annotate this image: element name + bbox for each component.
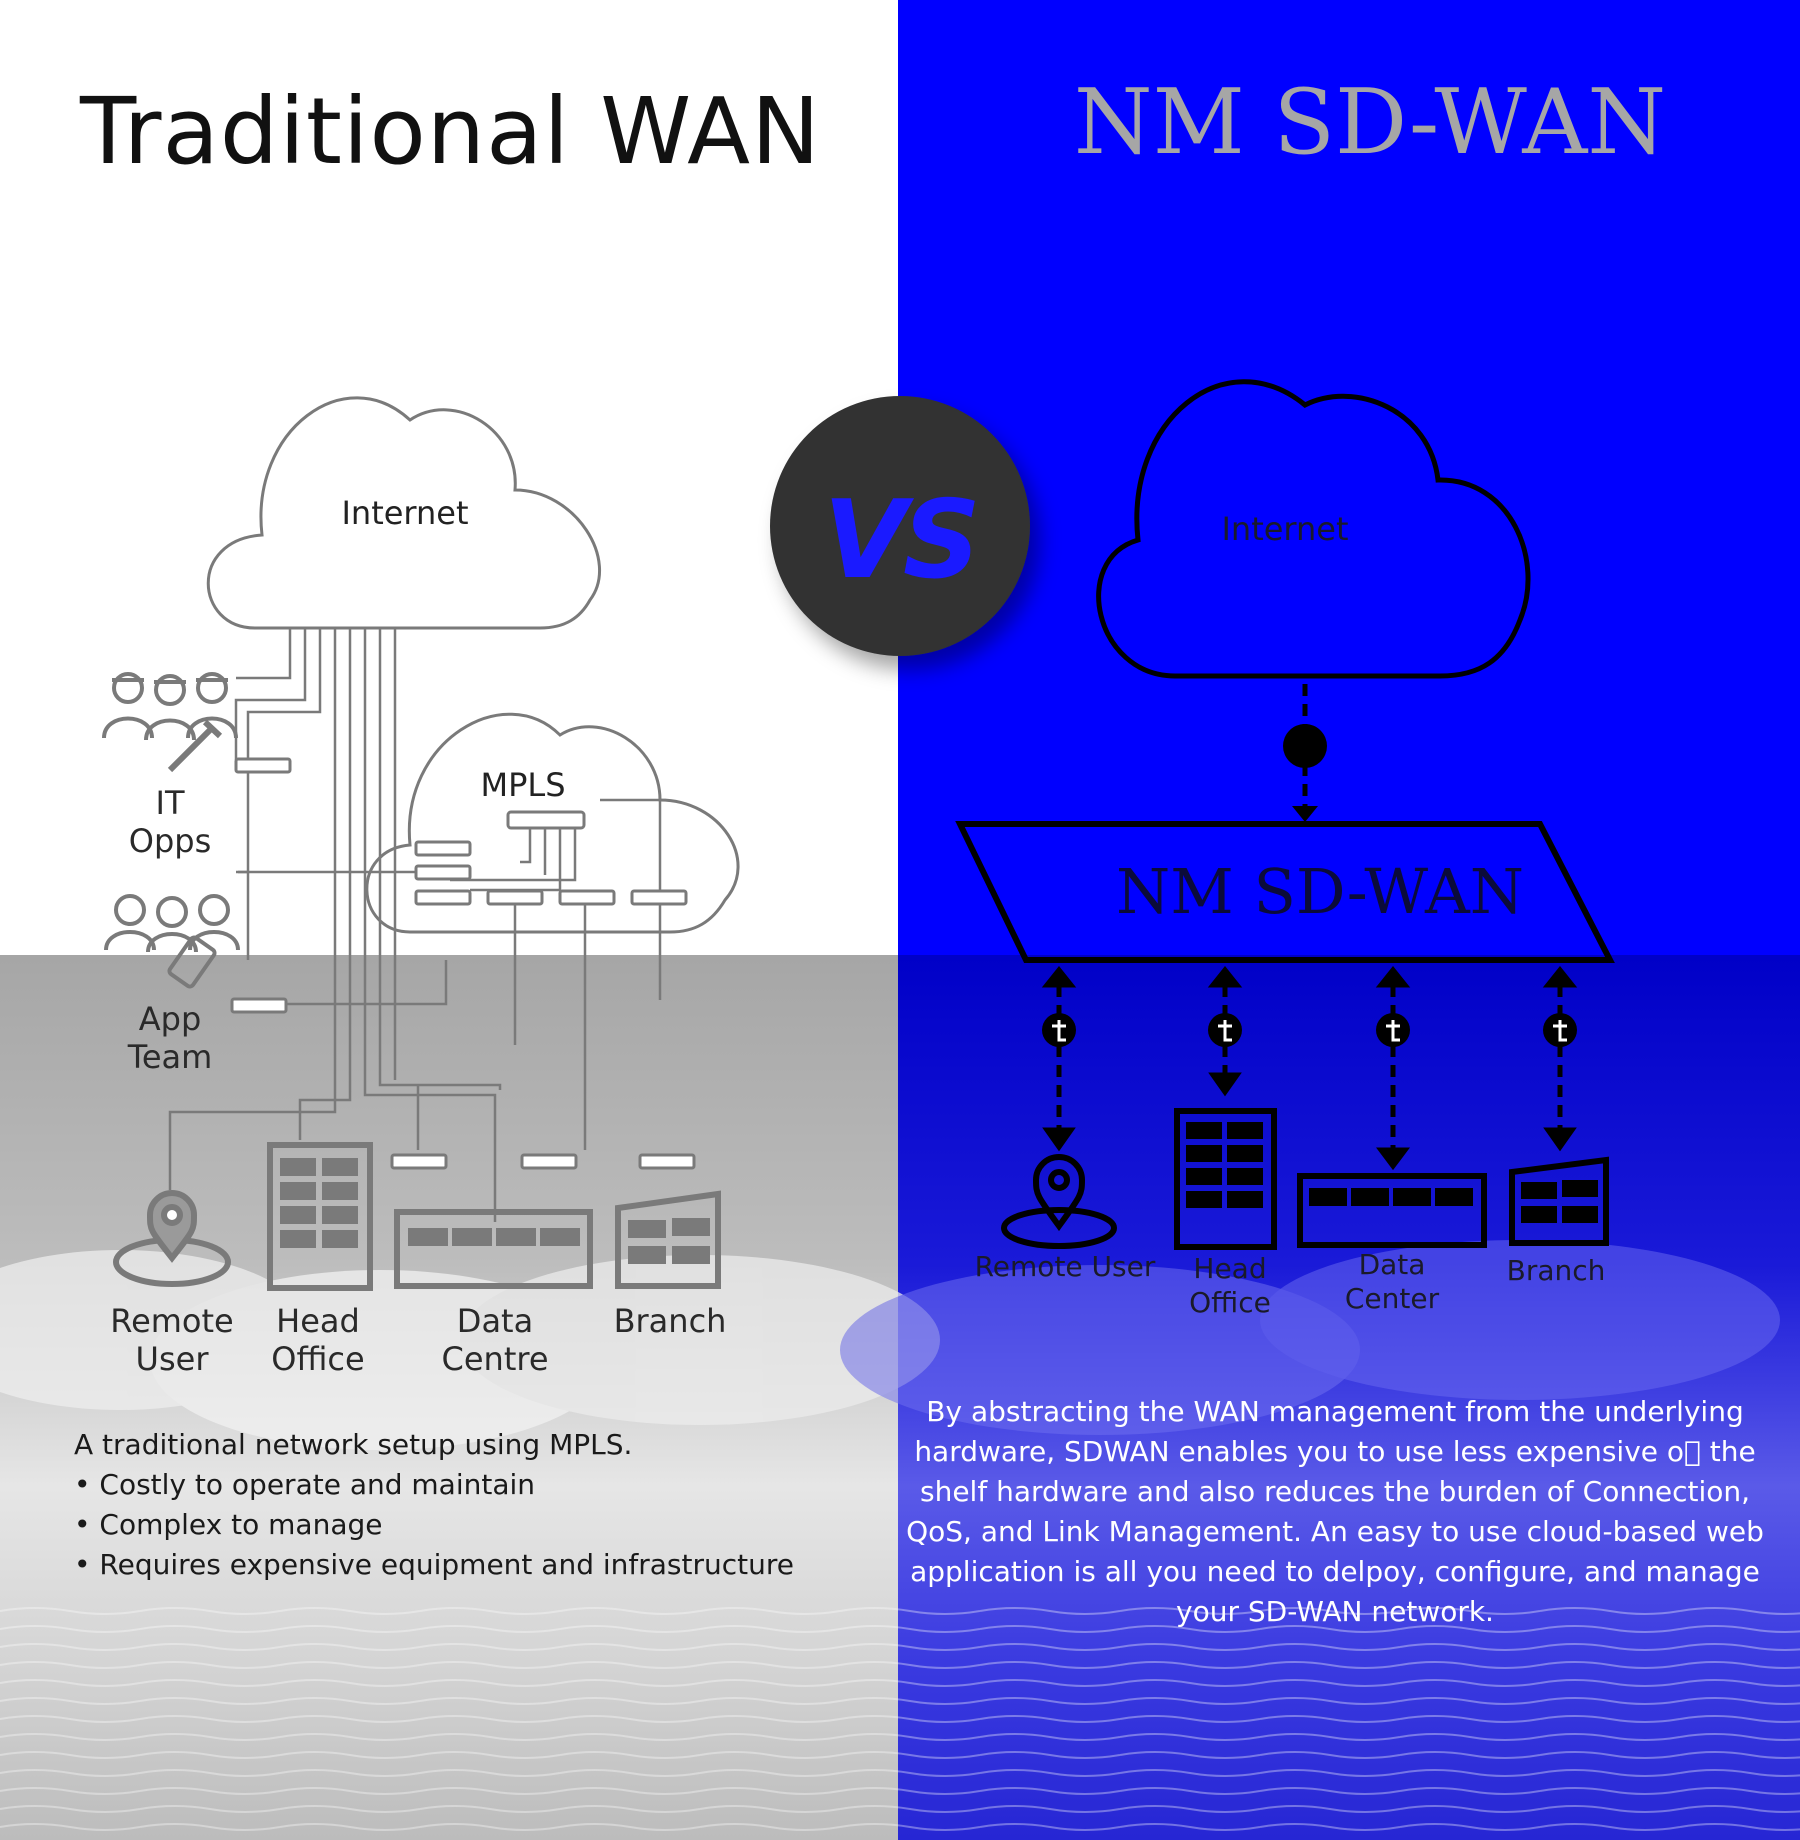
traditional-wan-title: Traditional WAN [80,78,821,185]
app-team-people-icon [104,894,240,989]
data-center-label-right: Data Center [1344,1248,1440,1315]
branch-building-icon-left [615,1190,721,1289]
sdwan-description: By abstracting the WAN management from t… [906,1395,1764,1628]
branch-label-right: Branch [1506,1254,1606,1287]
head-office-building-icon-left [267,1142,373,1291]
left-connection-lines [168,628,662,1222]
mpls-label: MPLS [480,766,566,804]
internet-cloud-right [1096,379,1531,679]
branch-label-left: Branch [613,1302,727,1340]
remote-user-pin-icon-right [1001,1154,1117,1249]
internet-cloud-left [206,396,602,630]
left-network-switches [230,757,696,1170]
app-team-label: App Team [127,1000,213,1077]
vs-circle [770,396,1030,656]
sdwan-gateway-box [955,821,1615,963]
remote-user-label-right: Remote User [974,1250,1156,1283]
nm-sdwan-title: NM SD-WAN [1073,70,1667,175]
internet-label-right: Internet [1221,510,1349,548]
tunnel-icons [1052,1020,1567,1042]
remote-user-label-left: Remote User [110,1302,234,1379]
data-center-rack-icon-right [1297,1173,1487,1248]
head-office-label-left: Head Office [271,1302,365,1379]
internet-to-sdwan-link [1283,684,1327,822]
sdwan-box-label: NM SD-WAN [1116,855,1524,928]
vs-label: VS [823,478,980,603]
it-opps-label: IT Opps [128,784,212,861]
mpls-cloud [365,712,740,934]
traditional-wan-description: A traditional network setup using MPLS. … [74,1428,794,1581]
head-office-building-icon-right [1174,1108,1277,1250]
cloud-horizon [0,1240,1780,1450]
branch-building-icon-right [1509,1156,1609,1246]
water-waves [0,1600,1800,1840]
internet-label-left: Internet [341,494,469,532]
head-office-label-right: Head Office [1189,1252,1271,1319]
remote-user-pin-icon-left [113,1190,231,1287]
data-centre-label-left: Data Centre [441,1302,549,1379]
data-centre-rack-icon-left [394,1209,593,1289]
it-opps-people-icon [102,672,238,773]
